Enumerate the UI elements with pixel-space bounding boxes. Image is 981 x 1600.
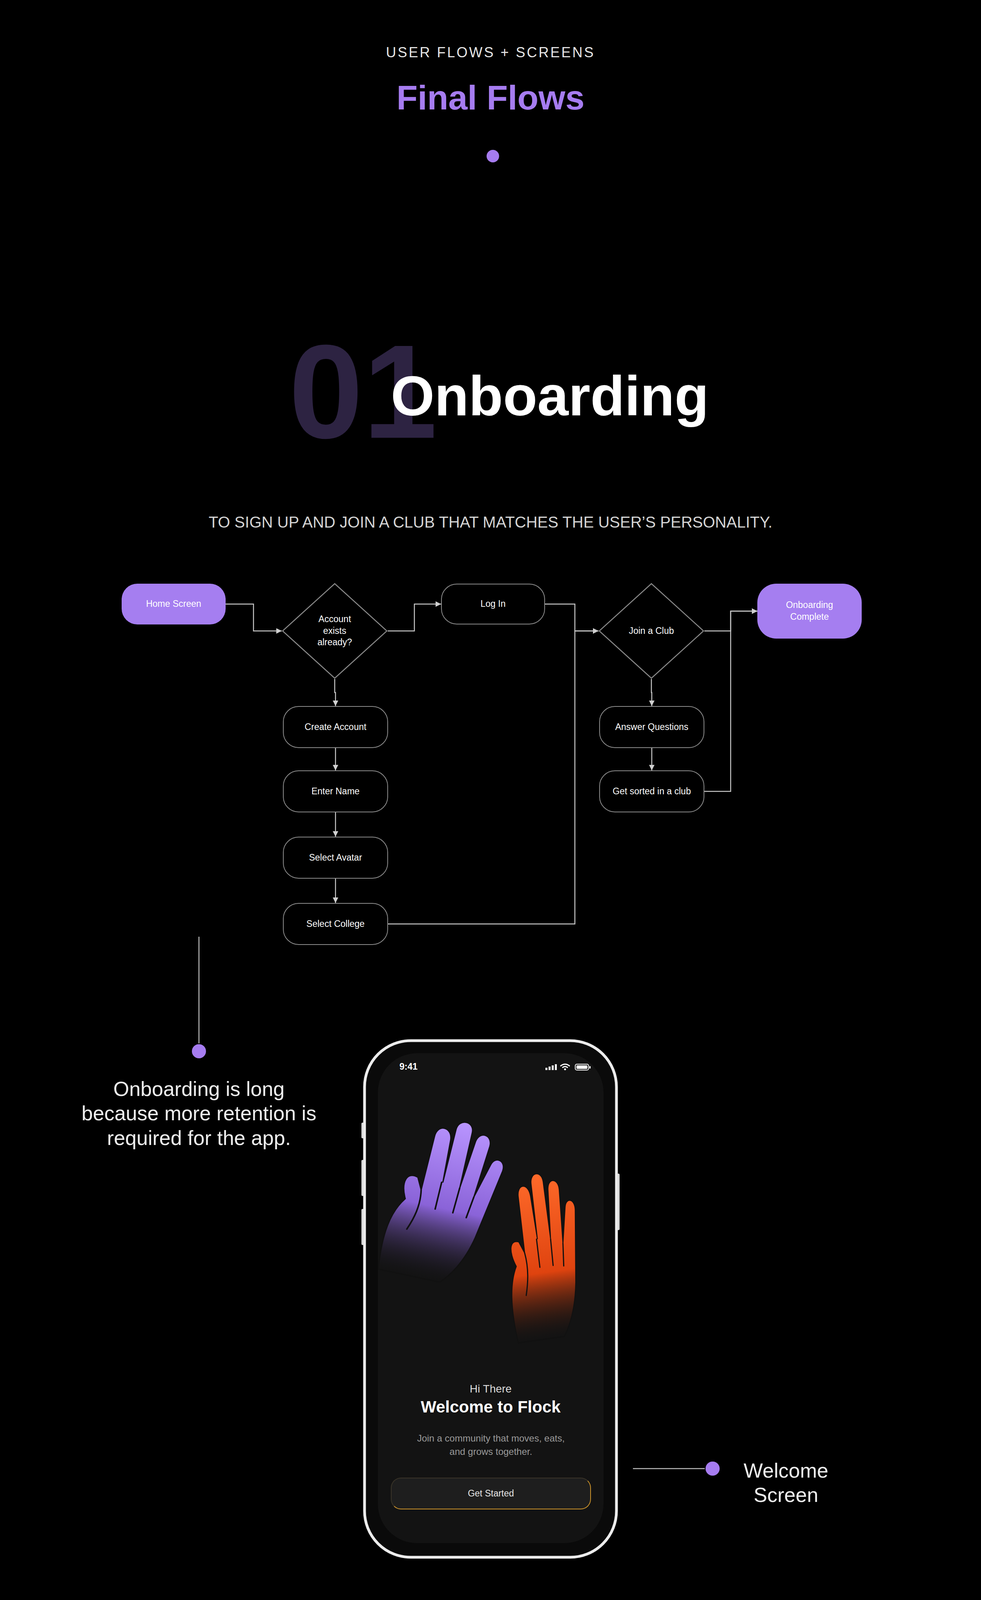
section-heading: Onboarding [390, 368, 784, 425]
node-text: Select Avatar [308, 852, 362, 865]
note-label: Hi There [377, 1382, 604, 1397]
node-text: Enter Name [311, 785, 360, 798]
node-text: Create Account [304, 721, 367, 734]
note-label: 9:41 [399, 1061, 435, 1073]
end-terminal: Onboarding Complete [757, 583, 862, 639]
flow-connector [387, 604, 442, 632]
phone [361, 1041, 620, 1558]
process-box: Enter Name [282, 770, 389, 813]
note-label: Onboarding is long because more retentio… [73, 1077, 325, 1151]
page-title: Final Flows [0, 76, 981, 119]
decision-diamond: Join a Club [598, 583, 705, 680]
node-text: Answer Questions [615, 721, 689, 734]
leader-line [198, 937, 200, 1044]
note-label: Welcome to Flock [377, 1397, 604, 1418]
node-text: Select College [306, 918, 365, 931]
process-box: Get sorted in a club [599, 770, 705, 813]
callout-dot [486, 149, 500, 163]
diamond-shape [599, 583, 704, 679]
flow-connector [704, 611, 758, 792]
phone-screen [377, 1053, 604, 1544]
flow-connector [651, 679, 652, 707]
callout-dot [705, 1462, 720, 1477]
status-icons [545, 1064, 591, 1071]
leader-line [632, 1468, 705, 1470]
node-text: Onboarding Complete [770, 599, 849, 624]
note-label: USER FLOWS + SCREENS [0, 43, 981, 61]
flow-connector [335, 812, 337, 837]
process-box: Log In [441, 583, 546, 625]
flow-connector [334, 679, 336, 707]
callout-dot [191, 1044, 207, 1059]
flow-connector [335, 748, 337, 771]
node-text: Get sorted in a club [612, 785, 691, 798]
node-text: Join a Club [628, 625, 674, 638]
diamond-shape [282, 583, 387, 679]
process-box: Answer Questions [599, 706, 705, 749]
flow-connector [545, 604, 599, 632]
node-text: Log In [480, 598, 506, 611]
flow-connector [225, 604, 282, 632]
leader-line [492, 163, 494, 276]
process-box: Select College [282, 903, 389, 946]
flow-connector [335, 878, 337, 904]
process-box: Select Avatar [282, 836, 389, 879]
flow-connector [651, 748, 653, 771]
node-text: Home Screen [145, 598, 202, 611]
hands-illustration [377, 1110, 593, 1344]
note-label: Join a community that moves, eats, and g… [410, 1432, 572, 1459]
flow-connector [388, 631, 599, 925]
node-text: Account exists already? [313, 613, 357, 650]
start-terminal: Home Screen [121, 583, 226, 625]
note-label: TO SIGN UP AND JOIN A CLUB THAT MATCHES … [0, 512, 981, 532]
phone-frame [364, 1041, 617, 1558]
button: Get Started [390, 1478, 591, 1510]
note-label: Welcome Screen [731, 1458, 841, 1508]
decision-diamond: Account exists already? [281, 583, 388, 680]
node-text: Get Started [467, 1488, 515, 1501]
process-box: Create Account [282, 706, 389, 749]
